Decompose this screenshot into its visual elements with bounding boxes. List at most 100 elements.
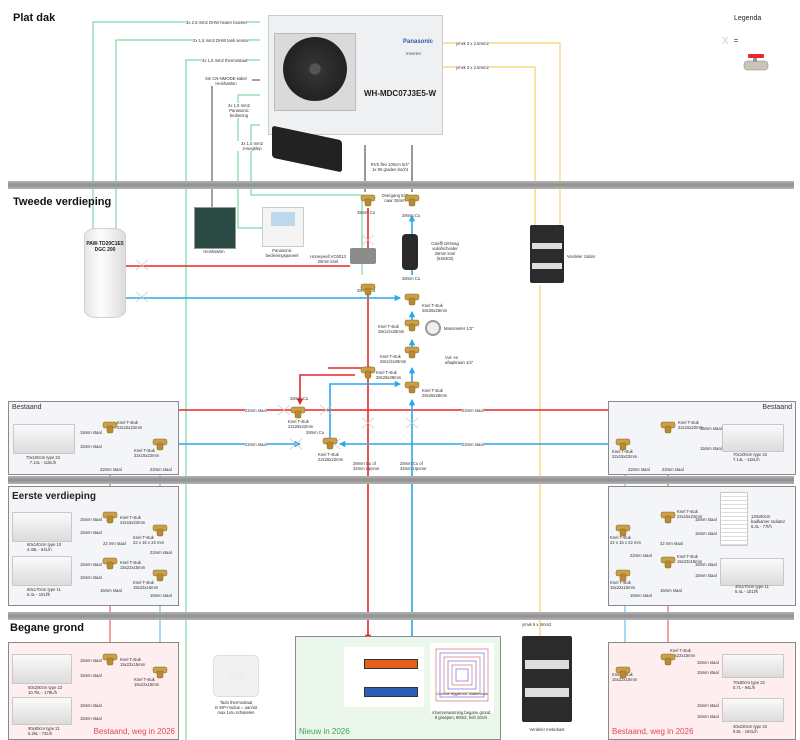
radiator bbox=[720, 558, 784, 586]
breaker-row bbox=[532, 243, 562, 249]
floor-title-first: Eerste verdieping bbox=[12, 491, 96, 502]
breaker-row bbox=[532, 263, 562, 269]
cu-branch-label-2: 28mm Cu bbox=[306, 430, 325, 435]
zone-right-1st bbox=[608, 486, 796, 606]
zone-label: Bestaand bbox=[12, 404, 42, 411]
ball-valve-icon bbox=[742, 52, 770, 74]
zone-new: Nieuw in 2026 Correcte leggatroon: slakk… bbox=[295, 636, 501, 740]
brass-tee-fitting bbox=[322, 436, 338, 450]
brass-tee-fitting bbox=[615, 523, 631, 537]
pipe-label: 15mm staal bbox=[80, 430, 102, 435]
three-way-valve bbox=[350, 248, 376, 264]
pipe-label: 15mm staal bbox=[700, 446, 722, 451]
supply-28-cu-label: 28mm Cu bbox=[357, 210, 376, 215]
towel-radiator bbox=[720, 492, 748, 546]
radiator bbox=[13, 424, 75, 454]
steel-22-label-4: 22mm staal bbox=[462, 442, 484, 447]
brass-tee-fitting bbox=[360, 282, 376, 296]
cable-thermostat: 4x 1,5 mm2 thermostaat bbox=[202, 58, 248, 63]
dirt-separator bbox=[402, 234, 418, 270]
pipe-label: 15mm staal bbox=[695, 517, 717, 522]
inverter-badge: Inverter bbox=[406, 51, 422, 56]
brass-tee-fitting bbox=[360, 193, 376, 207]
pipe-label: 15mm staal bbox=[80, 517, 102, 522]
ufh-manifold bbox=[344, 647, 424, 707]
brass-tee-fitting bbox=[615, 665, 631, 679]
manometer-icon bbox=[425, 320, 441, 336]
zone-left-1st: Eerste verdieping bbox=[8, 486, 179, 606]
brass-tee-fitting bbox=[102, 556, 118, 570]
pipe-label: 15mm staal bbox=[150, 593, 172, 598]
brass-tee-fitting bbox=[615, 437, 631, 451]
zone-label: Bestaand bbox=[762, 404, 792, 411]
pipe-label: 15mm staal bbox=[695, 573, 717, 578]
pipe-label: 15mm staal bbox=[80, 575, 102, 580]
brass-tee-fitting bbox=[660, 652, 676, 666]
brass-tee-fitting bbox=[660, 555, 676, 569]
cu-branch-label: 28mm Cu bbox=[290, 396, 309, 401]
zone-removed-label: Bestaand, weg in 2026 bbox=[612, 727, 694, 736]
legend-equals: = bbox=[734, 38, 739, 45]
zone-removed-label: Bestaand, weg in 2026 bbox=[93, 727, 175, 736]
pipe-label: 15mm staal bbox=[697, 660, 719, 665]
pipe-label: 22mm staal bbox=[150, 467, 172, 472]
heat-pump-model: WH-MDC07J3E5-W bbox=[364, 89, 437, 98]
radiator bbox=[722, 424, 784, 452]
pipe-label: 15mm staal bbox=[660, 588, 682, 593]
attic-distributor bbox=[530, 225, 564, 283]
radiator bbox=[12, 654, 72, 684]
meter-distributor bbox=[522, 636, 572, 722]
floor-title-roof: Plat dak bbox=[13, 12, 56, 24]
pipe-label: 22mm staal bbox=[662, 467, 684, 472]
pipe-label: 15mm staal bbox=[700, 426, 722, 431]
zone-new-label: Nieuw in 2026 bbox=[299, 727, 350, 736]
pipe-label: 15mm staal bbox=[100, 588, 122, 593]
breaker-row bbox=[525, 660, 569, 669]
brass-tee-fitting bbox=[152, 437, 168, 451]
panel-screen bbox=[271, 212, 295, 226]
power-cable-2: ymvk 3 x 2,5mm2 bbox=[456, 65, 489, 70]
floor-slab-second bbox=[8, 476, 794, 484]
radiator bbox=[12, 512, 72, 542]
brass-tee-fitting bbox=[404, 345, 420, 359]
radiator bbox=[12, 697, 72, 725]
breaker-row bbox=[525, 688, 569, 697]
brand-label: Panasonic bbox=[403, 39, 434, 45]
brass-tee-fitting bbox=[404, 380, 420, 394]
radiator bbox=[12, 556, 72, 586]
heat-pump-unit: Panasonic Inverter WH-MDC07J3E5-W bbox=[268, 15, 443, 135]
brass-tee-fitting bbox=[615, 568, 631, 582]
power-cable-1: ymvk 3 x 2,5mm2 bbox=[456, 41, 489, 46]
pipe-label: 15mm staal bbox=[80, 716, 102, 721]
fan-grille bbox=[274, 33, 356, 111]
brass-tee-fitting bbox=[660, 420, 676, 434]
brass-tee-fitting bbox=[102, 652, 118, 666]
